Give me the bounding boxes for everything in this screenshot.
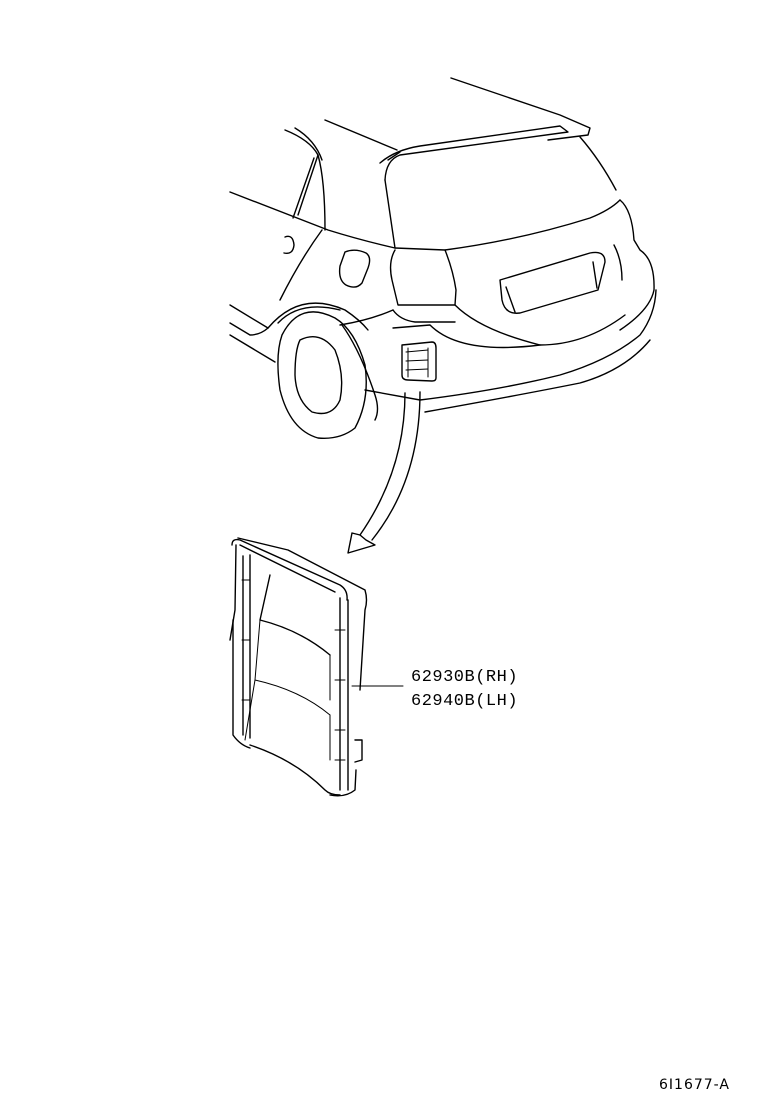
part-number-lh: 62940B(LH)	[411, 692, 519, 711]
figure-code: 6I1677-A	[659, 1077, 730, 1093]
part-number-rh: 62930B(RH)	[411, 668, 519, 687]
